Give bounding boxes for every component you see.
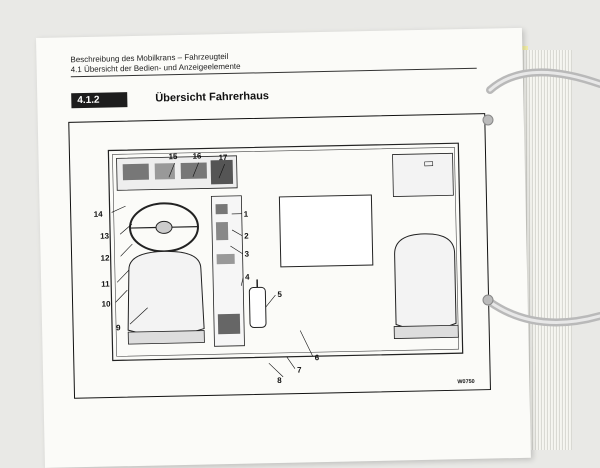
passenger-seat-base <box>394 325 458 338</box>
callout-16: 16 <box>192 152 202 161</box>
callout-11: 11 <box>101 280 110 289</box>
console-switch-1 <box>216 204 228 214</box>
console-switch-3 <box>217 254 235 264</box>
punch-hole-bottom <box>483 295 493 305</box>
passenger-seat <box>394 233 456 330</box>
cab-diagram: 1 2 3 4 5 6 7 8 9 10 11 12 13 14 15 16 1… <box>68 113 492 400</box>
console-switch-group <box>218 314 240 334</box>
callout-17: 17 <box>218 153 228 162</box>
binder-ring-top <box>490 72 600 90</box>
callout-2: 2 <box>244 232 249 241</box>
switch-panel <box>211 160 233 184</box>
instrument-cluster-left <box>123 164 149 181</box>
callout-6: 6 <box>315 353 320 362</box>
callout-5: 5 <box>277 290 282 299</box>
driver-seat-base <box>128 331 204 345</box>
callout-10: 10 <box>101 299 111 308</box>
punch-hole-top <box>483 115 493 125</box>
manual-page: Beschreibung des Mobilkrans – Fahrzeugte… <box>36 28 531 468</box>
steering-spoke-right <box>172 227 198 228</box>
callout-15: 15 <box>168 152 178 161</box>
document-photo: Beschreibung des Mobilkrans – Fahrzeugte… <box>0 0 600 450</box>
callout-14: 14 <box>94 210 104 219</box>
fire-extinguisher <box>249 287 266 327</box>
section-title: Übersicht Fahrerhaus <box>155 89 269 106</box>
callout-9: 9 <box>116 323 121 332</box>
instrument-cluster-center <box>155 163 175 179</box>
callout-12: 12 <box>101 253 111 262</box>
binder-rings <box>466 64 600 354</box>
steering-spoke-left <box>130 228 156 229</box>
rear-window <box>279 195 372 267</box>
callout-1: 1 <box>244 210 249 219</box>
driver-seat <box>127 251 205 337</box>
console-switch-2 <box>216 222 228 240</box>
callout-3: 3 <box>244 250 249 259</box>
section-number: 4.1.2 <box>71 92 127 108</box>
steering-hub <box>156 221 172 233</box>
callout-4: 4 <box>245 273 250 282</box>
instrument-cluster-right <box>181 162 207 179</box>
callout-7: 7 <box>297 366 302 375</box>
figure-code: W0750 <box>457 379 475 385</box>
storage-box <box>393 153 454 196</box>
callout-8: 8 <box>277 376 282 385</box>
callout-13: 13 <box>100 232 110 241</box>
cab-overview-figure: 1 2 3 4 5 6 7 8 9 10 11 12 13 14 15 16 1… <box>68 113 492 400</box>
